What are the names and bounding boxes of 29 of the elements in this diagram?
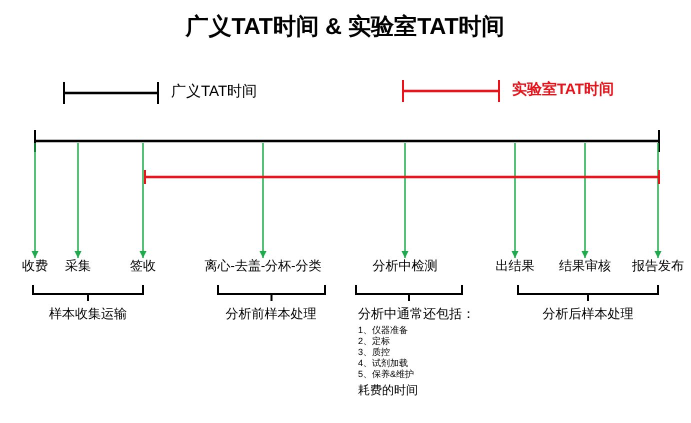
step-label: 离心-去盖-分杯-分类 (204, 258, 322, 274)
step-label: 分析中检测 (372, 258, 438, 274)
arrow (402, 143, 408, 258)
list-item: 5、保养&维护 (358, 369, 414, 380)
step-label: 报告发布 (632, 258, 684, 274)
arrow (74, 143, 82, 258)
step-label: 采集 (65, 258, 91, 274)
list-item: 4、试剂加载 (358, 358, 408, 369)
arrow (140, 143, 146, 258)
step-label: 结果审核 (559, 258, 611, 274)
list-item: 3、质控 (358, 347, 390, 358)
arrow (654, 143, 662, 258)
group-label: 分析前样本处理 (226, 306, 316, 322)
note-heading: 分析中通常还包括： (358, 306, 475, 322)
list-item: 2、定标 (358, 336, 390, 347)
note-text: 耗费的时间 (358, 383, 418, 398)
step-label: 出结果 (496, 258, 534, 274)
step-label: 签收 (130, 258, 156, 274)
legend-label: 广义TAT时间 (171, 83, 258, 101)
arrow (32, 143, 38, 258)
legend-label: 实验室TAT时间 (512, 81, 614, 99)
group-label: 分析后样本处理 (542, 306, 634, 322)
title: 广义TAT时间 & 实验室TAT时间 (186, 13, 504, 41)
arrow (582, 143, 588, 258)
step-label: 收费 (22, 258, 48, 274)
arrow (260, 143, 266, 258)
group-label: 样本收集运输 (49, 306, 127, 322)
list-item: 1、仪器准备 (358, 325, 408, 336)
arrow (512, 143, 518, 258)
